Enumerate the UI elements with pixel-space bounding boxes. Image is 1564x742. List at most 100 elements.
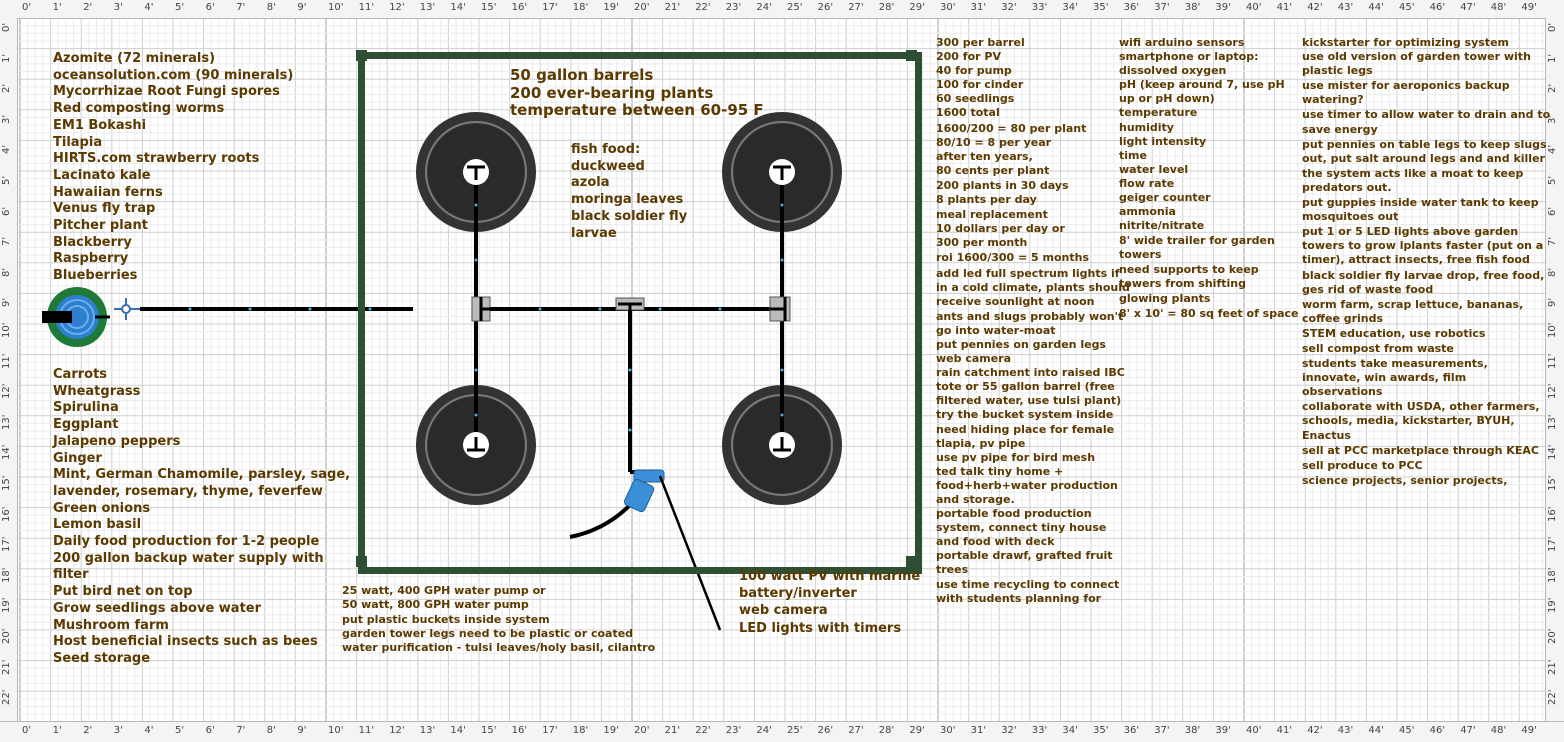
note-line: receive sounlight at noon <box>936 294 1095 308</box>
ruler-tick-label: 9' <box>297 2 307 13</box>
frame-corner <box>906 556 917 567</box>
note-line: oceansolution.com (90 minerals) <box>53 67 294 83</box>
note-line: 8' x 10' = 80 sq feet of space <box>1119 306 1299 320</box>
note-line: 80 cents per plant <box>936 163 1050 177</box>
note-line: system, connect tiny house <box>936 521 1107 535</box>
ruler-tick-label: 13' <box>419 2 436 13</box>
note-line: roi 1600/300 = 5 months <box>936 251 1090 265</box>
ruler-tick-label: 37' <box>1154 2 1170 13</box>
ruler-tick-label: 0' <box>22 2 32 13</box>
blue-valve-fitting <box>624 469 665 513</box>
note-line: Mushroom farm <box>53 617 169 633</box>
ruler-tick-label: 29' <box>909 2 925 13</box>
note-line: wifi arduino sensors <box>1119 36 1245 49</box>
ruler-tick-label: 34' <box>1062 2 1078 13</box>
note-line: larvae <box>571 225 617 241</box>
note-line: 1600/200 = 80 per plant <box>936 121 1087 135</box>
ruler-tick-label: 38' <box>1184 2 1201 13</box>
ruler-tick-label: 15' <box>1 475 12 491</box>
note-line: use pv pipe for bird mesh <box>936 450 1096 464</box>
ruler-tick-label: 30' <box>940 725 956 736</box>
ruler-tick-label: 27' <box>848 725 864 736</box>
note-line: kickstarter for optimizing system <box>1302 36 1509 49</box>
note-line: Seed storage <box>53 650 151 666</box>
ruler-tick-label: 0' <box>1 22 12 32</box>
note-line: 50 gallon barrels <box>510 66 654 84</box>
note-line: need hiding place for female <box>936 422 1115 436</box>
note-line: go into water-moat <box>936 323 1056 337</box>
note-line: garden tower legs need to be plastic or … <box>342 627 634 641</box>
ruler-tick-label: 14' <box>450 2 466 13</box>
ruler-tick-label: 22' <box>695 2 711 13</box>
note-line: moringa leaves <box>571 192 684 208</box>
ruler-tick-label: 45' <box>1399 2 1415 13</box>
ruler-tick-label: 3' <box>113 2 123 13</box>
ruler-right: 0'1'2'3'4'5'6'7'8'9'10'11'12'13'14'15'16… <box>1545 18 1564 721</box>
note-line: and food with deck <box>936 535 1055 549</box>
note-line: Hawaiian ferns <box>53 184 163 200</box>
ruler-tick-label: 44' <box>1368 2 1384 13</box>
ruler-tick-label: 49' <box>1521 725 1537 736</box>
note-line: the system acts like a moat to keep <box>1302 166 1524 180</box>
note-line: food+herb+water production <box>936 478 1118 492</box>
ruler-tick-label: 26' <box>817 725 834 736</box>
note-line: meal replacement <box>936 208 1048 222</box>
note-line: Lemon basil <box>53 517 142 533</box>
ruler-tick-label: 7' <box>1 237 12 247</box>
note-line: use old version of garden tower with <box>1302 50 1531 64</box>
note-line: sell produce to PCC <box>1302 458 1423 472</box>
note-line: web camera <box>739 603 828 619</box>
note-line: temperature <box>1119 106 1198 120</box>
note-line: predators out. <box>1302 180 1392 194</box>
ruler-tick-label: 24' <box>756 2 772 13</box>
note-line: up or pH down) <box>1119 92 1215 106</box>
note-line: web camera <box>936 352 1012 366</box>
note-line: sell compost from waste <box>1302 341 1454 355</box>
note-line: with students planning for <box>936 591 1102 605</box>
ruler-tick-label: 19' <box>603 2 619 13</box>
ruler-tick-label: 17' <box>542 725 558 736</box>
frame-corner <box>906 50 917 61</box>
note-line: Ginger <box>53 450 102 466</box>
note-line: 100 for cinder <box>936 78 1024 92</box>
note-line: Azomite (72 minerals) <box>53 51 216 66</box>
note-line: filtered water, use tulsi plant) <box>936 394 1122 408</box>
ruler-tick-label: 24' <box>756 725 772 736</box>
note-line: pH (keep around 7, use pH <box>1119 78 1285 92</box>
note-line: Carrots <box>53 367 108 382</box>
note-line: light intensity <box>1119 134 1207 148</box>
note-line: 300 per barrel <box>936 36 1025 49</box>
note-line: use timer to allow water to drain and to <box>1302 108 1551 122</box>
note-line: black soldier fly larvae drop, free food… <box>1302 268 1545 282</box>
ruler-tick-label: 32' <box>1001 725 1017 736</box>
note-line: LED lights with timers <box>739 621 902 637</box>
ruler-tick-label: 48' <box>1490 2 1507 13</box>
ruler-tick-label: 10' <box>1 322 12 338</box>
note-line: coffee grinds <box>1302 311 1384 325</box>
note-line: tlapia, pv pipe <box>936 436 1026 450</box>
note-line: towers from shifting <box>1119 276 1246 290</box>
ruler-tick-label: 16' <box>511 725 528 736</box>
water-tank <box>42 287 110 347</box>
ruler-tick-label: 16' <box>1 506 12 522</box>
ruler-tick-label: 35' <box>1093 725 1109 736</box>
ruler-tick-label: 25' <box>787 725 803 736</box>
ruler-tick-label: 36' <box>1123 725 1140 736</box>
tee-fittings <box>471 296 791 322</box>
note-line: flow rate <box>1119 176 1175 190</box>
note-line: 10 dollars per day or <box>936 222 1065 236</box>
ruler-tick-label: 4' <box>144 2 154 13</box>
ruler-tick-label: 36' <box>1123 2 1140 13</box>
system-frame <box>358 52 922 574</box>
note-line: smartphone or laptop: <box>1119 50 1259 64</box>
ruler-tick-label: 14' <box>450 725 466 736</box>
note-line: 200 for PV <box>936 50 1001 64</box>
ruler-tick-label: 21' <box>664 2 681 13</box>
note-line: Raspberry <box>53 251 129 267</box>
